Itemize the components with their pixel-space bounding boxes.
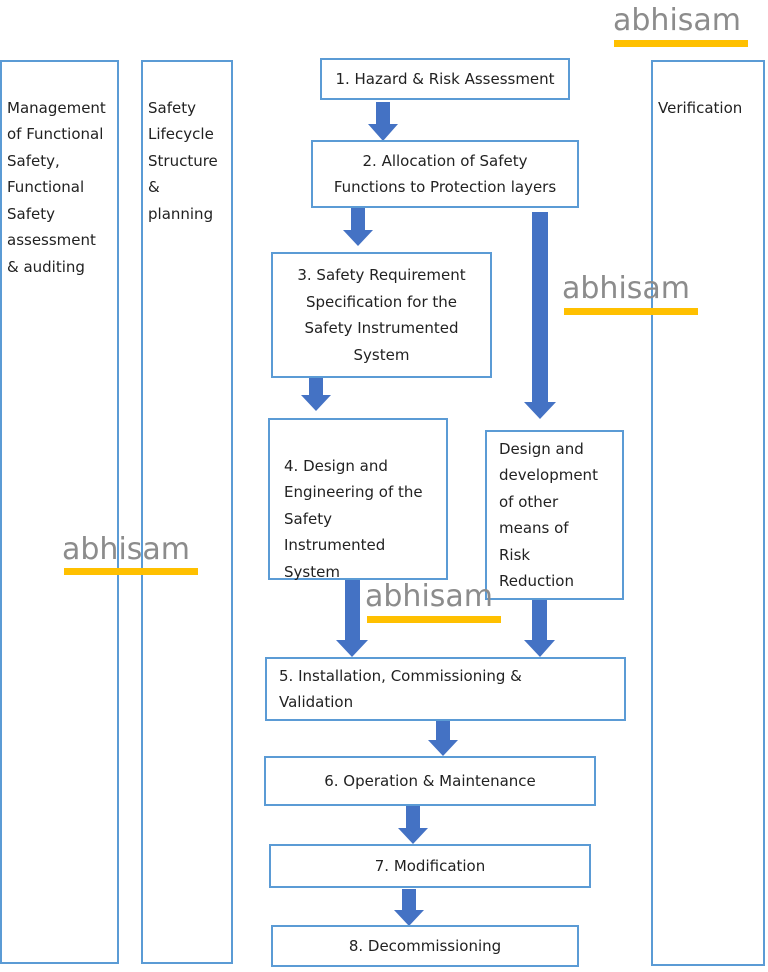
management-column-label: Management of Functional Safety, Functio… (7, 98, 106, 276)
watermark-text: abhisam (365, 579, 494, 614)
arrow-6-to-7 (398, 805, 428, 844)
arrow-5-to-6 (428, 720, 458, 756)
step-1-label: 1. Hazard & Risk Assessment (335, 69, 555, 88)
arrow-7-to-8 (394, 889, 424, 926)
watermark-underline (614, 40, 748, 47)
step-5-installation: 5. Installation, Commissioning & Validat… (265, 657, 626, 721)
step-7-modification: 7. Modification (269, 844, 591, 888)
step-5-label: 5. Installation, Commissioning & Validat… (279, 666, 522, 712)
arrow-2-to-other (524, 212, 556, 419)
watermark-text: abhisam (62, 532, 191, 567)
arrow-3-to-4 (301, 378, 331, 411)
other-risk-reduction: Design and development of other means of… (485, 430, 624, 600)
watermark-text: abhisam (562, 271, 691, 306)
arrow-4-to-5 (336, 580, 368, 657)
step-6-label: 6. Operation & Maintenance (324, 771, 536, 790)
other-risk-reduction-label: Design and development of other means of… (499, 439, 598, 591)
step-8-decommissioning: 8. Decommissioning (271, 925, 579, 967)
verification-column-label: Verification (658, 98, 743, 117)
watermark-text: abhisam (613, 3, 742, 38)
step-6-operation-maintenance: 6. Operation & Maintenance (264, 756, 596, 806)
step-2-label: 2. Allocation of Safety Functions to Pro… (333, 151, 557, 197)
step-3-label: 3. Safety Requirement Specification for … (297, 266, 466, 364)
watermark-underline (564, 308, 698, 315)
step-2-allocation: 2. Allocation of Safety Functions to Pro… (311, 140, 579, 208)
watermark-underline (367, 616, 501, 623)
management-column: Management of Functional Safety, Functio… (0, 60, 119, 964)
arrow-other-to-5 (524, 598, 555, 657)
step-3-safety-requirement-spec: 3. Safety Requirement Specification for … (271, 252, 492, 378)
lifecycle-column-label: Safety Lifecycle Structure & planning (148, 98, 218, 223)
lifecycle-column: Safety Lifecycle Structure & planning (141, 60, 233, 964)
step-1-hazard-risk-assessment: 1. Hazard & Risk Assessment (320, 58, 570, 100)
arrow-2-to-3 (343, 208, 373, 246)
step-4-label: 4. Design and Engineering of the Safety … (284, 456, 423, 581)
step-8-label: 8. Decommissioning (348, 936, 502, 955)
step-4-design-engineering: 4. Design and Engineering of the Safety … (268, 418, 448, 581)
verification-column: Verification (651, 60, 765, 966)
watermark-underline (64, 568, 198, 575)
arrow-1-to-2 (368, 102, 398, 141)
step-7-label: 7. Modification (374, 856, 486, 875)
